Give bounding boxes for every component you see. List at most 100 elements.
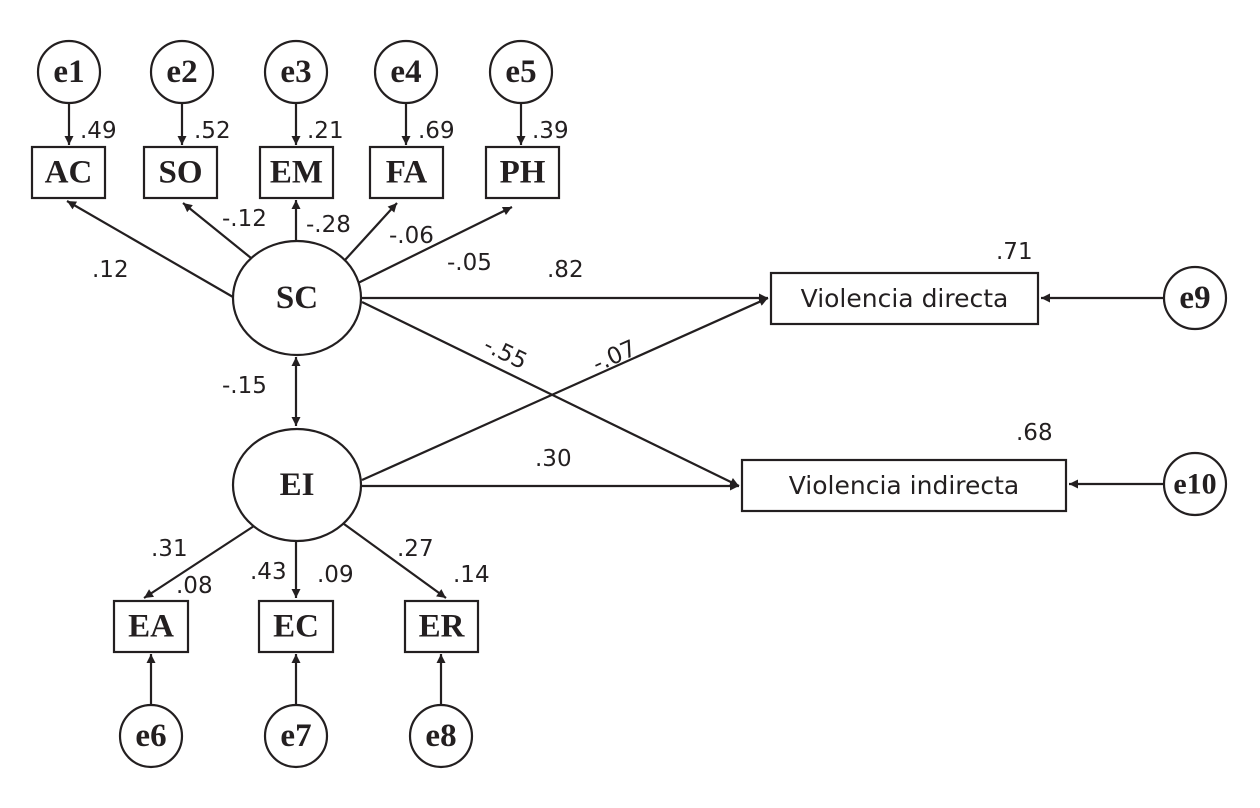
r2-label-fa: .69 (418, 118, 455, 144)
error-term-e6-shape (118, 703, 184, 769)
indicator-so-shape (142, 145, 219, 200)
indicator-er-shape (403, 599, 480, 654)
error-term-e2: e2 (149, 39, 215, 105)
r2-label-ac: .49 (80, 118, 117, 144)
indicator-em-label: EM (270, 155, 323, 191)
r2-label-em: .21 (307, 118, 344, 144)
indicator-so: SO (142, 145, 219, 200)
structural-path-sc-vi (361, 301, 740, 487)
edges-layer (64, 103, 1164, 705)
covariance-coef-sc-ei: -.15 (222, 373, 267, 399)
structural-coef-sc-vi: -.55 (479, 332, 531, 375)
outcome-vi-label: Violencia indirecta (789, 471, 1020, 500)
loading-path-sc-so (182, 202, 252, 259)
error-term-e1: e1 (36, 39, 102, 105)
latent-sc-label: SC (276, 280, 318, 316)
latent-ei-label: EI (280, 467, 315, 503)
loading-label-fa: -.06 (389, 223, 434, 249)
indicator-ac-label: AC (45, 155, 93, 191)
error-term-e4-shape (373, 39, 439, 105)
error-term-e10-shape (1162, 451, 1228, 517)
error-term-e9-shape (1162, 265, 1228, 331)
indicator-ph: PH (484, 145, 561, 200)
latent-sc-shape (231, 239, 363, 357)
error-term-e6-label: e6 (135, 718, 166, 754)
loading-path-sc-fa (344, 202, 398, 261)
structural-path-ei-vd (361, 296, 769, 482)
loading-label-so: -.12 (222, 206, 267, 232)
error-term-e2-shape (149, 39, 215, 105)
loading-path-ei-ea (143, 525, 255, 599)
indicator-ac: AC (30, 145, 107, 200)
indicator-fa-label: FA (386, 155, 428, 191)
loading-path-sc-ph (357, 206, 513, 284)
indicator-ea-shape (112, 599, 190, 654)
r2-label-vd: .71 (996, 239, 1033, 265)
error-term-e3-label: e3 (280, 54, 311, 90)
indicator-ph-shape (484, 145, 561, 200)
error-term-e8-shape (408, 703, 474, 769)
error-term-e3: e3 (263, 39, 329, 105)
error-term-e6: e6 (118, 703, 184, 769)
error-term-e5-shape (488, 39, 554, 105)
indicator-ea: EA (112, 599, 190, 654)
error-term-e9-label: e9 (1179, 280, 1210, 316)
indicator-ec-shape (257, 599, 335, 654)
error-term-e7: e7 (263, 703, 329, 769)
error-term-e3-shape (263, 39, 329, 105)
loading-label-ph: -.05 (447, 250, 492, 276)
error-term-e1-label: e1 (53, 54, 84, 90)
indicator-fa: FA (368, 145, 445, 200)
structural-coef-sc-vd: .82 (547, 257, 584, 283)
r2-label-ph: .39 (532, 118, 569, 144)
latent-ei: EI (231, 427, 363, 543)
outcome-vi: Violencia indirecta (740, 458, 1068, 513)
indicator-em: EM (258, 145, 335, 200)
error-term-e8-label: e8 (425, 718, 456, 754)
error-term-e5-label: e5 (505, 54, 536, 90)
loading-label-ec: .43 (250, 559, 287, 585)
indicator-ph-label: PH (500, 155, 546, 191)
coefficient-labels-layer: .12 .49 -.12 .52 -.28 .21 -.06 .69 -.05 .39 .31 .08… (80, 118, 1053, 599)
r2-label-ea: .08 (176, 573, 213, 599)
loading-path-ei-er (343, 523, 447, 599)
error-term-e4: e4 (373, 39, 439, 105)
r2-label-ec: .09 (317, 562, 354, 588)
error-term-e7-label: e7 (280, 718, 311, 754)
indicator-so-label: SO (158, 155, 202, 191)
structural-coef-ei-vi: .30 (535, 446, 572, 472)
error-term-e10: e10 (1162, 451, 1228, 517)
latent-ei-shape (231, 427, 363, 543)
indicator-ec: EC (257, 599, 335, 654)
indicator-em-shape (258, 145, 335, 200)
outcome-vd-shape (769, 271, 1040, 326)
error-term-e2-label: e2 (166, 54, 197, 90)
loading-label-er: .27 (397, 536, 434, 562)
error-term-e7-shape (263, 703, 329, 769)
indicator-er: ER (403, 599, 480, 654)
outcome-vi-shape (740, 458, 1068, 513)
nodes-layer: SC EI AC SO EM FA PH EA EC ER Violencia directaVio… (30, 39, 1228, 769)
error-term-e8: e8 (408, 703, 474, 769)
r2-label-er: .14 (453, 562, 490, 588)
loading-label-ac: .12 (92, 257, 129, 283)
error-term-e5: e5 (488, 39, 554, 105)
structural-coef-ei-vd: -.07 (589, 335, 641, 377)
error-term-e10-label: e10 (1173, 468, 1216, 501)
indicator-ea-label: EA (128, 609, 174, 645)
loading-label-em: -.28 (306, 212, 351, 238)
error-term-e4-label: e4 (390, 54, 421, 90)
indicator-er-label: ER (419, 609, 466, 645)
error-term-e9: e9 (1162, 265, 1228, 331)
r2-label-so: .52 (194, 118, 231, 144)
outcome-vd-label: Violencia directa (801, 284, 1009, 313)
indicator-ec-label: EC (273, 609, 319, 645)
outcome-vd: Violencia directa (769, 271, 1040, 326)
indicator-ac-shape (30, 145, 107, 200)
latent-sc: SC (231, 239, 363, 357)
loading-label-ea: .31 (151, 536, 188, 562)
loading-path-sc-ac (66, 200, 234, 298)
r2-label-vi: .68 (1016, 420, 1053, 446)
error-term-e1-shape (36, 39, 102, 105)
